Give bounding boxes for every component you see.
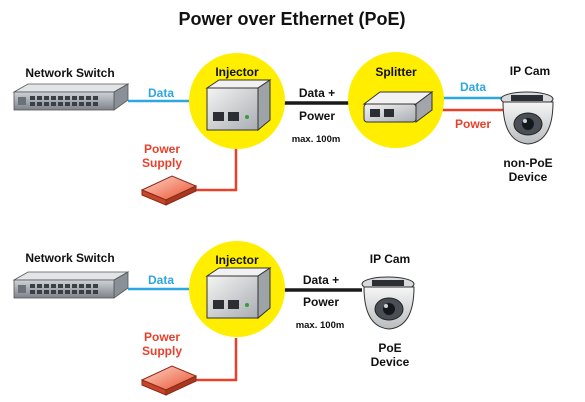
top-switch-label: Network Switch <box>25 66 114 80</box>
bottom-device-label-2: Device <box>371 355 410 369</box>
network-switch-icon <box>12 271 130 299</box>
top-camera-label: IP Cam <box>510 64 550 78</box>
top-data-right-label: Data <box>460 80 486 94</box>
bottom-switch-label: Network Switch <box>25 251 114 265</box>
bottom-row: Network Switch Injector IP Cam Data Data… <box>12 241 415 396</box>
bottom-supply-label-2: Supply <box>142 344 182 358</box>
top-device-label-1: non-PoE <box>503 156 552 170</box>
top-splitter-label: Splitter <box>375 65 417 79</box>
top-max-distance-label: max. 100m <box>292 134 341 145</box>
bottom-combined-label-2: Power <box>303 295 339 309</box>
injector-icon <box>205 79 272 132</box>
power-supply-icon <box>140 175 198 206</box>
splitter-icon <box>362 91 434 123</box>
bottom-device-label-1: PoE <box>378 341 401 355</box>
ip-camera-icon <box>500 91 554 145</box>
top-device-label-2: Device <box>509 170 548 184</box>
diagram-title: Power over Ethernet (PoE) <box>178 9 405 29</box>
bottom-supply-label-1: Power <box>144 330 180 344</box>
top-supply-label-2: Supply <box>142 156 182 170</box>
ip-camera-icon <box>361 276 415 330</box>
top-power-supply-line <box>190 149 238 192</box>
top-data-left-label: Data <box>148 86 174 100</box>
bottom-combined-label-1: Data + <box>303 273 339 287</box>
top-combined-label-1: Data + <box>299 86 335 100</box>
top-supply-label-1: Power <box>144 142 180 156</box>
top-row: Network Switch Injector Splitter IP Cam … <box>12 52 554 206</box>
top-power-right-label: Power <box>455 117 491 131</box>
top-injector-label: Injector <box>215 65 259 79</box>
network-switch-icon <box>12 83 130 111</box>
top-combined-label-2: Power <box>299 109 335 123</box>
bottom-injector-label: Injector <box>215 253 259 267</box>
bottom-max-distance-label: max. 100m <box>296 320 345 331</box>
bottom-data-left-label: Data <box>148 273 174 287</box>
power-supply-icon <box>140 365 198 396</box>
bottom-camera-label: IP Cam <box>370 252 410 266</box>
bottom-power-supply-line <box>190 338 238 382</box>
injector-icon <box>205 267 272 320</box>
